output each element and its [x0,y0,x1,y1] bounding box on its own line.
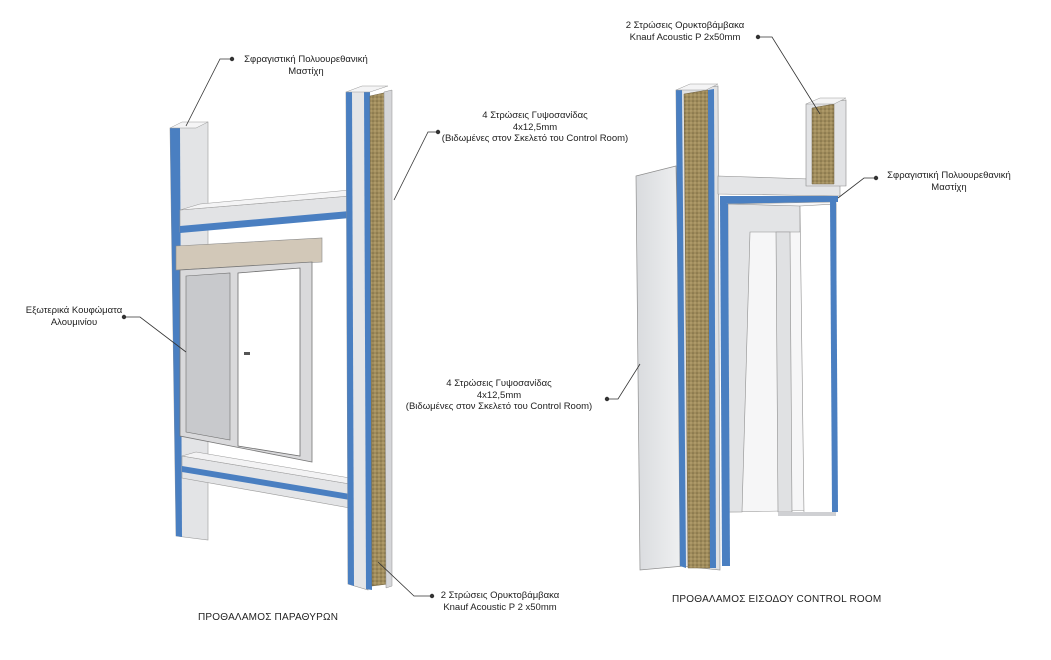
label-right-sealant: Σφραγιστική Πολυουρεθανική Μαστίχη [874,170,1024,193]
caption-entrance-anteroom: ΠΡΟΘΑΛΑΜΟΣ ΕΙΣΟΔΟΥ CONTROL ROOM [672,594,882,605]
label-right-gypsum-line2: 4x12,5mm [476,389,522,401]
entry-lintel-seal [720,196,838,204]
leader-left-gypsum [393,131,438,201]
door-jamb-seal-left [720,202,730,566]
right-column-wool-seal [364,89,372,590]
label-right-gypsum-line3: (Βιδωμένες στον Σκελετό του Control Room… [405,401,593,412]
label-left-wool-line2: Knauf Acoustic P 2 x50mm [443,601,557,613]
label-left-sealant-line2: Μαστίχη [288,65,324,77]
left-column-top [169,121,209,129]
door-jamb-seal-right [830,200,838,512]
entry-left-seal-a [676,89,686,568]
door-threshold [778,512,836,516]
entrance-anteroom-diagram [635,83,847,571]
label-right-mineral-wool: 2 Στρώσεις Ορυκτοβάμβακα Knauf Acoustic … [618,20,752,43]
label-left-window-line1: Εξωτερικά Κουφώματα [25,305,123,316]
window-anteroom-diagram [169,85,393,591]
leader-right-gypsum [607,363,641,400]
bottom-beam-seal [182,466,350,500]
leader-right-wool [758,36,821,115]
leader-left-wool [377,561,432,597]
window-sash-right [237,267,301,457]
right-column-outer [383,89,393,589]
leader-left-window [124,316,187,353]
entry-left-cap [675,83,719,91]
right-column-cap [345,85,389,93]
entry-left-wool [683,89,711,569]
label-left-sealant: Σφραγιστική Πολυουρεθανική Μαστίχη [236,54,376,77]
label-right-gypsum: 4 Στρώσεις Γυψοσανίδας 4x12,5mm (Βιδωμέν… [392,378,606,413]
outer-gypsum-panel [635,165,685,571]
label-right-wool-line2: Knauf Acoustic P 2x50mm [629,31,741,43]
entry-right-cap [805,97,847,105]
window-head [175,237,323,271]
label-left-window-frames: Εξωτερικά Κουφώματα Αλουμινίου [22,305,126,328]
label-right-sealant-line1: Σφραγιστική Πολυουρεθανική [887,170,1011,181]
window-handle [244,352,250,355]
top-beam-seal [180,211,350,233]
leader-left-sealant [185,58,232,127]
label-left-gypsum-line1: 4 Στρώσεις Γυψοσανίδας [482,110,588,121]
label-left-gypsum: 4 Στρώσεις Γυψοσανίδας 4x12,5mm (Βιδωμέν… [420,110,650,145]
label-right-sealant-line2: Μαστίχη [931,181,967,193]
label-left-mineral-wool: 2 Στρώσεις Ορυκτοβάμβακα Knauf Acoustic … [434,590,566,613]
label-left-gypsum-line2: 4x12,5mm [512,121,558,133]
leader-right-sealant [837,177,876,199]
caption-window-anteroom: ΠΡΟΘΑΛΑΜΟΣ ΠΑΡΑΘΥΡΩΝ [198,612,339,623]
label-right-wool-line1: 2 Στρώσεις Ορυκτοβάμβακα [625,20,745,31]
right-column-seal [346,91,354,586]
window-sash-left [185,272,231,441]
label-left-gypsum-line3: (Βιδωμένες στον Σκελετό του Control Room… [441,133,629,144]
left-column-seal [170,127,182,537]
label-right-gypsum-line1: 4 Στρώσεις Γυψοσανίδας [446,378,552,389]
label-left-sealant-line1: Σφραγιστική Πολυουρεθανική [244,54,368,65]
door-jamb-left [775,231,793,513]
entry-left-seal-b [708,89,716,568]
label-left-window-line2: Αλουμινίου [50,316,98,328]
label-left-wool-line1: 2 Στρώσεις Ορυκτοβάμβακα [440,590,560,601]
leader-lines [121,34,879,599]
entry-right-wool [811,103,835,185]
